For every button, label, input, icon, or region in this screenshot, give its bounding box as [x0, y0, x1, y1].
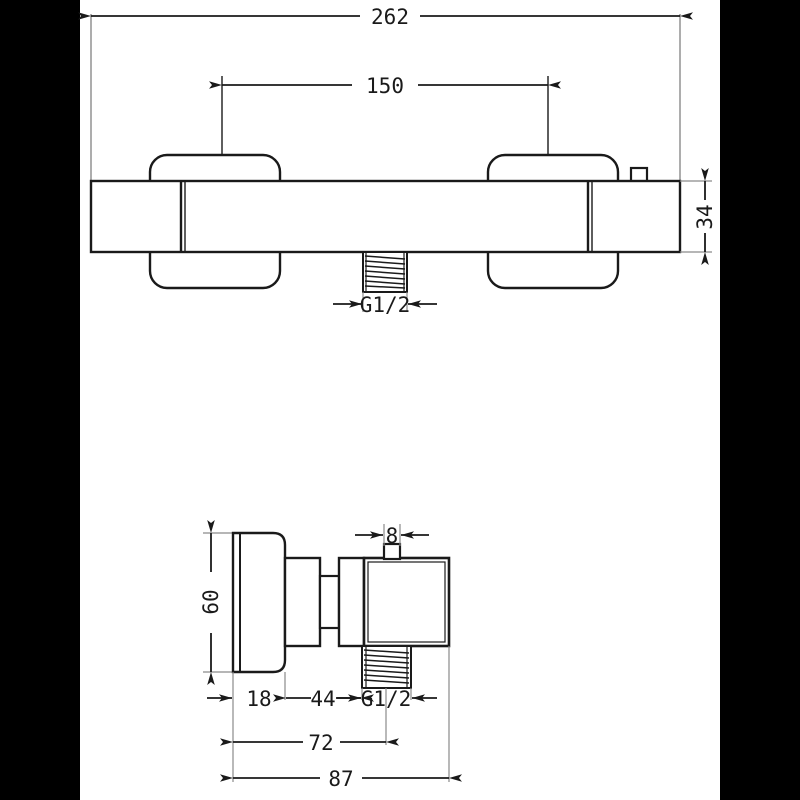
dim-label-g12-top: G1/2	[360, 293, 411, 317]
top-tab	[382, 542, 402, 561]
thread-hatch-top	[364, 255, 406, 289]
dim-label-72: 72	[308, 731, 333, 755]
dim-label-g12-bottom: G1/2	[361, 687, 412, 711]
knob-collar	[283, 556, 322, 648]
dim-label-34: 34	[693, 204, 717, 229]
outlet-thread-bottom	[361, 645, 412, 689]
dim-label-87: 87	[328, 767, 353, 791]
body-flange-left	[337, 556, 366, 648]
dim-label-150: 150	[366, 74, 404, 98]
dim-label-262: 262	[371, 5, 409, 29]
square-body-inner	[367, 561, 446, 643]
body-bar	[89, 179, 682, 254]
knob-body	[231, 531, 287, 674]
dim-label-8: 8	[386, 524, 399, 548]
dim-label-18: 18	[246, 687, 271, 711]
dim-label-44: 44	[310, 687, 335, 711]
thread-hatch-bottom	[363, 649, 410, 684]
top-view-group: 262 150	[78, 5, 717, 317]
knob-shaft	[318, 574, 341, 630]
bottom-view-group: 60 8	[199, 520, 462, 791]
outlet-thread-top	[362, 251, 408, 293]
square-body	[362, 556, 451, 648]
dim-label-60: 60	[199, 589, 223, 614]
